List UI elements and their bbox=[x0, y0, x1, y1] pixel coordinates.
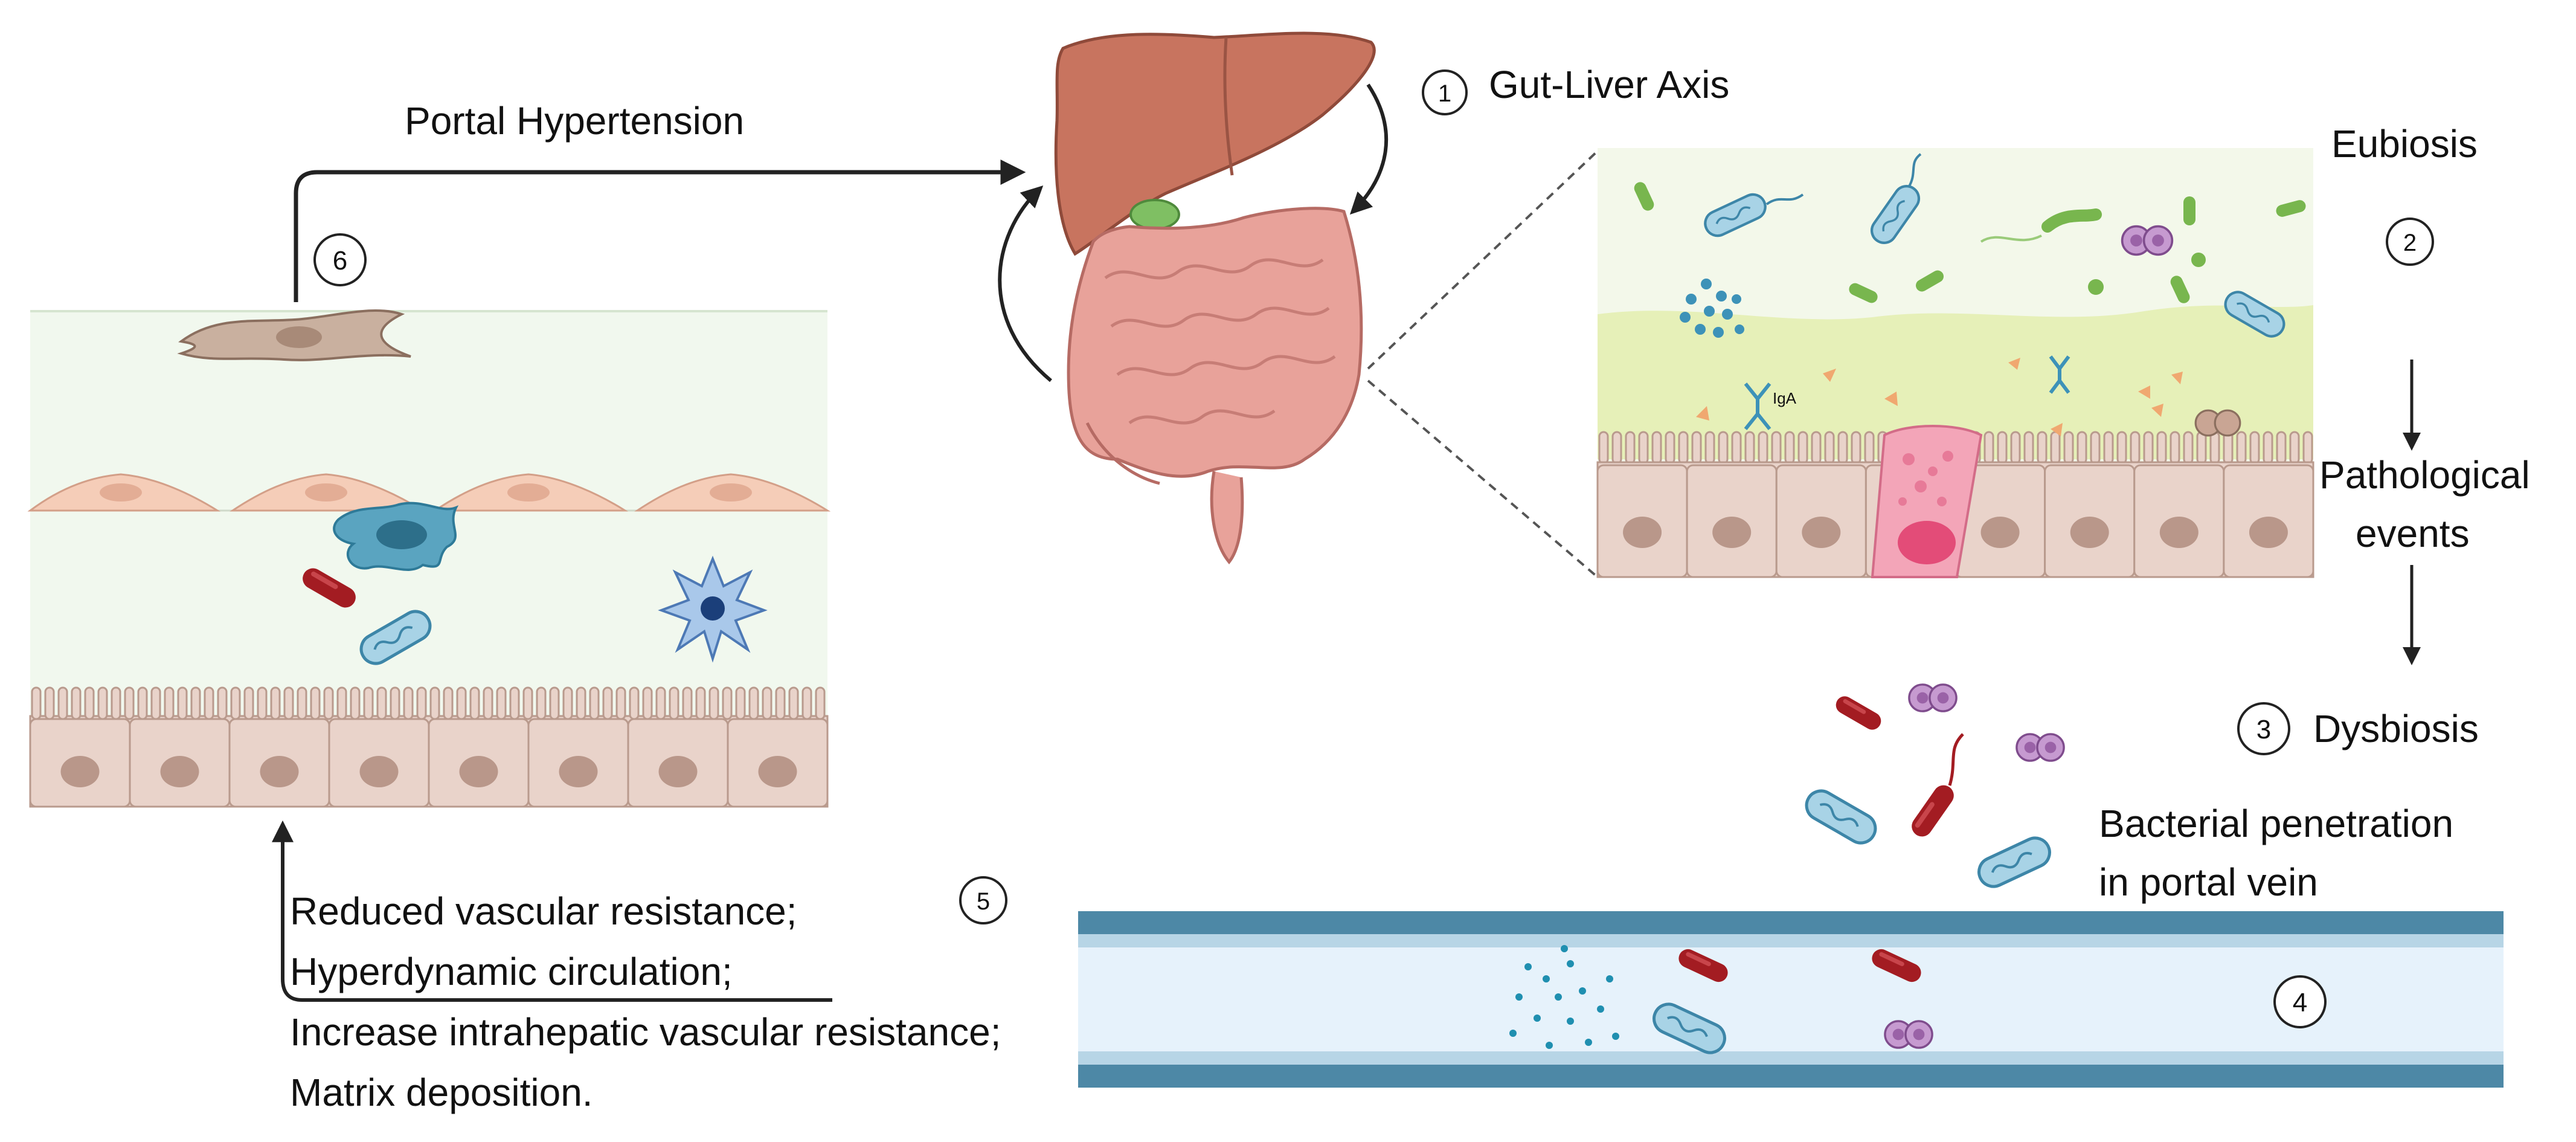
step-3-number: 3 bbox=[2256, 715, 2271, 744]
dysbiosis-bacteria bbox=[1801, 683, 2065, 891]
vein-metabolites bbox=[1509, 945, 1619, 1049]
step-5-marker: 5 bbox=[959, 876, 1007, 924]
mucus-layer bbox=[1598, 305, 2313, 459]
effects-arrow bbox=[272, 820, 832, 1002]
coccus-epithelial bbox=[2194, 409, 2241, 437]
effect-3: Increase intrahepatic vascular resistanc… bbox=[290, 1010, 1001, 1054]
stellate-cell bbox=[177, 309, 411, 361]
portal-hypertension-arrow bbox=[294, 160, 1026, 302]
iga-label: IgA bbox=[1773, 389, 1797, 407]
dendritic-cell bbox=[658, 555, 768, 663]
step-1-number: 1 bbox=[1438, 80, 1451, 107]
effect-1: Reduced vascular resistance; bbox=[290, 889, 797, 933]
portal-vein bbox=[1078, 911, 2504, 1088]
antimicrobial-peptides bbox=[1696, 358, 2183, 436]
liver-to-intestine-arrow bbox=[1349, 83, 1388, 215]
step-2-marker: 2 bbox=[2386, 218, 2434, 266]
zoom-line-bottom bbox=[1367, 379, 1599, 578]
effect-4: Matrix deposition. bbox=[290, 1071, 593, 1114]
pathological-events-line1: Pathological bbox=[2319, 453, 2530, 497]
intestine bbox=[1067, 207, 1363, 564]
goblet-cell bbox=[1871, 425, 1983, 578]
step-4-marker: 4 bbox=[2273, 975, 2327, 1028]
effect-2: Hyperdynamic circulation; bbox=[290, 950, 733, 993]
iga-antibody bbox=[1744, 355, 2070, 430]
pathological-events-line2: events bbox=[2356, 512, 2470, 555]
gut-liver-axis-label: Gut-Liver Axis bbox=[1489, 63, 1729, 106]
effects-list: Reduced vascular resistance; Hyperdynami… bbox=[290, 889, 1001, 1114]
metabolite-cluster bbox=[1680, 279, 1744, 338]
liver bbox=[1054, 31, 1376, 256]
endothelial-cells bbox=[27, 473, 831, 512]
step-6-marker: 6 bbox=[313, 233, 367, 286]
step-2-number: 2 bbox=[2403, 230, 2417, 256]
portal-hypertension-label: Portal Hypertension bbox=[405, 99, 744, 143]
step-6-number: 6 bbox=[333, 246, 347, 276]
zoom-line-top bbox=[1367, 150, 1599, 370]
bacterial-penetration-line1: Bacterial penetration bbox=[2099, 802, 2453, 845]
step-5-number: 5 bbox=[977, 888, 990, 915]
epithelium-left bbox=[29, 686, 829, 808]
macrophage bbox=[333, 502, 459, 571]
intestine-to-liver-arrow bbox=[998, 185, 1052, 382]
eubiosis-label: Eubiosis bbox=[2331, 122, 2478, 166]
bacterial-penetration-line2: in portal vein bbox=[2099, 860, 2318, 904]
step-4-number: 4 bbox=[2293, 988, 2307, 1018]
tissue-panel bbox=[27, 309, 831, 808]
gallbladder bbox=[1129, 199, 1180, 230]
vein-coccus bbox=[1884, 1020, 1933, 1049]
coccus bbox=[2121, 225, 2174, 256]
dysbiosis-label: Dysbiosis bbox=[2313, 707, 2479, 750]
mucosa-panel: IgA bbox=[1596, 148, 2314, 578]
step-1-marker: 1 bbox=[1422, 69, 1468, 115]
step-3-marker: 3 bbox=[2237, 702, 2290, 755]
